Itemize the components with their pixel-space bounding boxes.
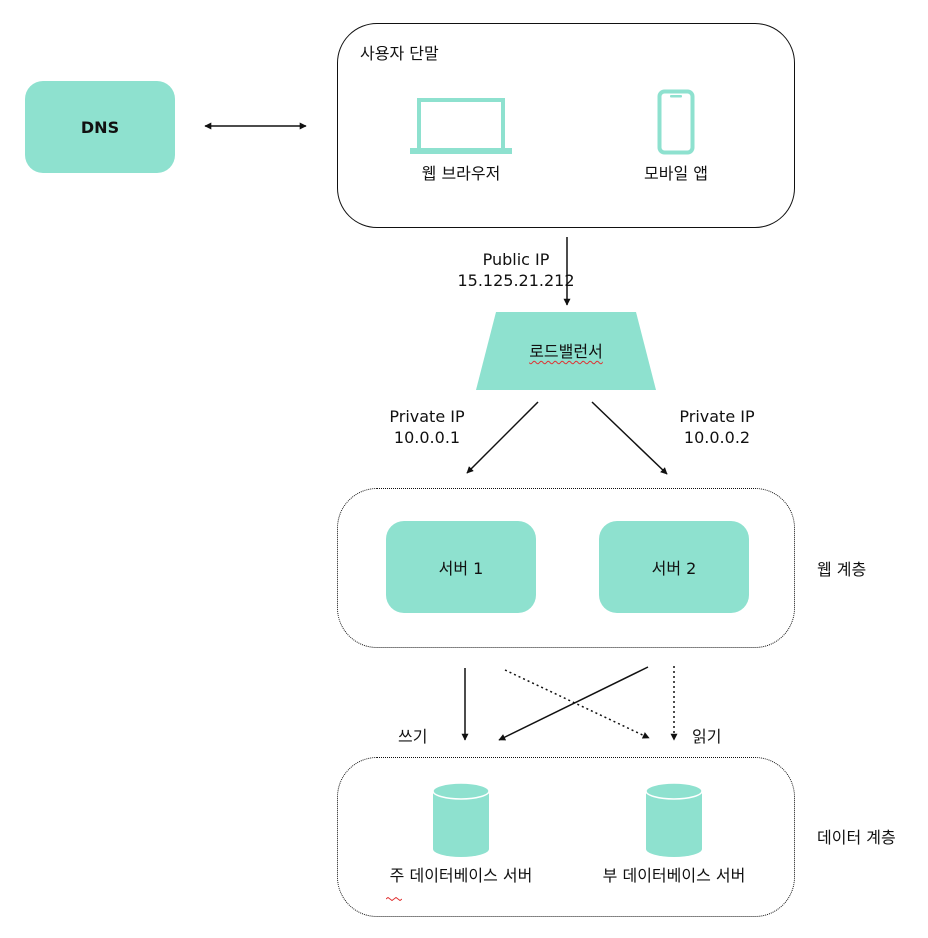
- web-server-2-label: 서버 2: [651, 559, 697, 578]
- public-ip-address: 15.125.21.212: [457, 271, 575, 290]
- mobile-phone-icon: [657, 89, 695, 155]
- mobile-app-label: 모바일 앱: [644, 164, 708, 183]
- private-ip-1-label: Private IP: [389, 407, 465, 426]
- user-terminal-title: 사용자 단말: [360, 44, 439, 63]
- primary-database-icon: [432, 782, 490, 857]
- load-balancer-label: 로드밸런서: [529, 342, 603, 361]
- web-server-1-label: 서버 1: [438, 559, 484, 578]
- secondary-database-icon: [645, 782, 703, 857]
- spell-check-squiggle: [385, 886, 403, 902]
- private-ip-1-address: 10.0.0.1: [393, 428, 461, 447]
- lb-to-server2-arrow: [591, 401, 668, 475]
- primary-db-label: 주 데이터베이스 서버: [389, 866, 533, 885]
- lb-to-server1-arrow: [466, 401, 539, 474]
- server2-write-arrow: [498, 666, 649, 741]
- data-tier-label: 데이터 계층: [817, 828, 896, 847]
- web-browser-label: 웹 브라우저: [421, 164, 501, 183]
- dns-label: DNS: [80, 117, 120, 137]
- private-ip-2-address: 10.0.0.2: [683, 428, 751, 447]
- laptop-icon: [410, 98, 512, 154]
- web-tier-label: 웹 계층: [817, 560, 867, 579]
- public-ip-label: Public IP: [482, 250, 550, 269]
- read-label: 읽기: [692, 727, 722, 746]
- write-label: 쓰기: [398, 727, 428, 746]
- web-server-1: 서버 1: [386, 521, 536, 613]
- primary-db-label-wrap: 주 데이터베이스 서버: [366, 866, 556, 886]
- data-tier-group: [337, 757, 795, 917]
- server1-read-arrow: [504, 669, 650, 739]
- dns-node: DNS: [25, 81, 175, 173]
- load-balancer-node: [476, 312, 656, 390]
- web-tier-group: [337, 488, 795, 648]
- web-server-2: 서버 2: [599, 521, 749, 613]
- secondary-db-label: 부 데이터베이스 서버: [602, 866, 746, 885]
- user-terminal-group: [337, 23, 795, 228]
- load-balancer-label-wrap: 로드밸런서: [474, 342, 658, 362]
- private-ip-2-label: Private IP: [679, 407, 755, 426]
